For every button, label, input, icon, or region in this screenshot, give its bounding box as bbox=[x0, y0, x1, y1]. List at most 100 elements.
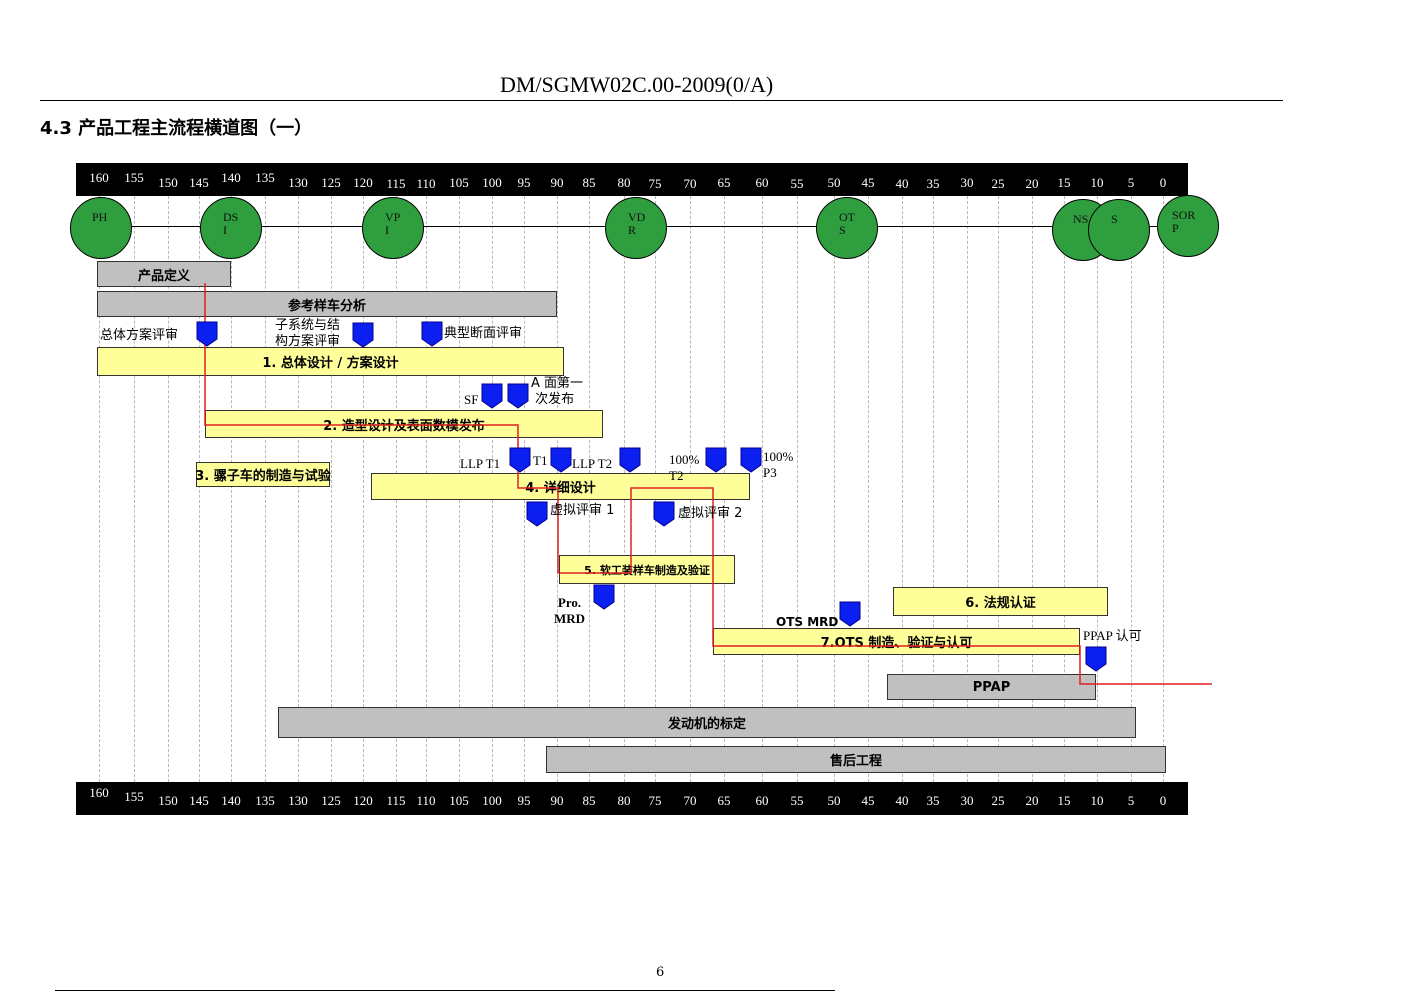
axis-tick-bottom: 125 bbox=[321, 793, 341, 808]
grid-line bbox=[168, 196, 169, 782]
axis-tick-bottom: 25 bbox=[991, 793, 1005, 808]
axis-tick-bottom: 100 bbox=[482, 793, 502, 808]
page-number: 6 bbox=[656, 965, 665, 980]
review-marker-icon bbox=[619, 447, 641, 473]
axis-tick-bottom: 70 bbox=[683, 793, 697, 808]
grid-line bbox=[762, 196, 763, 782]
axis-tick-bottom: 90 bbox=[550, 793, 564, 808]
review-marker-icon bbox=[421, 321, 443, 347]
document-id: DM/SGMW02C.00-2009(0/A) bbox=[500, 72, 774, 97]
bar-aftersales: 售后工程 bbox=[546, 746, 1166, 773]
grid-line bbox=[834, 196, 835, 782]
label-t1: T1 bbox=[533, 453, 548, 468]
axis-tick-top: 75 bbox=[648, 176, 662, 191]
axis-tick-top: 30 bbox=[960, 175, 974, 190]
axis-tick-top: 45 bbox=[861, 175, 875, 190]
axis-tick-top: 20 bbox=[1025, 176, 1039, 191]
axis-tick-top: 55 bbox=[790, 176, 804, 191]
axis-tick-top: 70 bbox=[683, 176, 697, 191]
grid-line bbox=[933, 196, 934, 782]
axis-tick-top: 40 bbox=[895, 176, 909, 191]
axis-tick-top: 125 bbox=[321, 175, 341, 190]
label-section-review: 典型断面评审 bbox=[444, 326, 523, 341]
axis-tick-bottom: 10 bbox=[1090, 793, 1104, 808]
axis-tick-bottom: 80 bbox=[617, 793, 631, 808]
grid-line bbox=[134, 196, 135, 782]
label-sf: SF bbox=[464, 392, 479, 407]
grid-line bbox=[868, 196, 869, 782]
axis-tick-top: 135 bbox=[255, 170, 275, 185]
footer-rule bbox=[55, 990, 835, 991]
axis-tick-bottom: 145 bbox=[189, 793, 209, 808]
grid-line bbox=[797, 196, 798, 782]
milestone-s: S bbox=[1088, 199, 1150, 261]
label-t2-100: 100% T2 bbox=[669, 452, 700, 483]
axis-tick-bottom: 85 bbox=[582, 793, 596, 808]
axis-tick-top: 10 bbox=[1090, 175, 1104, 190]
axis-tick-bottom: 75 bbox=[648, 793, 662, 808]
review-marker-icon bbox=[507, 383, 529, 409]
grid-line bbox=[1163, 196, 1164, 782]
review-marker-icon bbox=[740, 447, 762, 473]
bar-regulation: 6. 法规认证 bbox=[893, 587, 1108, 616]
grid-line bbox=[998, 196, 999, 782]
review-marker-icon bbox=[509, 447, 531, 473]
label-virtual-review-2: 虚拟评审 2 bbox=[678, 506, 743, 521]
header-rule bbox=[40, 100, 1283, 101]
axis-tick-top: 160 bbox=[89, 170, 109, 185]
review-marker-icon bbox=[593, 584, 615, 610]
grid-line bbox=[331, 196, 332, 782]
bar-mule-car: 3. 骡子车的制造与试验 bbox=[195, 462, 331, 487]
axis-tick-top: 155 bbox=[124, 170, 144, 185]
grid-line bbox=[1097, 196, 1098, 782]
milestone-phi: PH bbox=[70, 197, 132, 259]
grid-line bbox=[99, 196, 100, 782]
label-subsystem-review: 子系统与结 构方案评审 bbox=[275, 318, 341, 349]
bar-engine-calibration: 发动机的标定 bbox=[278, 707, 1136, 738]
label-llp-t1: LLP T1 bbox=[460, 456, 501, 471]
axis-tick-top: 95 bbox=[517, 175, 531, 190]
bar-overall-design: 1. 总体设计 / 方案设计 bbox=[97, 347, 564, 376]
axis-tick-top: 50 bbox=[827, 175, 841, 190]
axis-tick-bottom: 30 bbox=[960, 793, 974, 808]
axis-tick-bottom: 50 bbox=[827, 793, 841, 808]
grid-line bbox=[902, 196, 903, 782]
axis-tick-bottom: 5 bbox=[1127, 793, 1135, 808]
section-title: 4.3 产品工程主流程横道图（一） bbox=[40, 118, 313, 139]
axis-tick-top: 100 bbox=[482, 175, 502, 190]
axis-tick-bottom: 45 bbox=[861, 793, 875, 808]
label-p3-100: 100% P3 bbox=[763, 449, 794, 480]
axis-tick-bottom: 95 bbox=[517, 793, 531, 808]
bar-ots-build: 7.OTS 制造、验证与认可 bbox=[713, 628, 1080, 655]
axis-tick-bottom: 15 bbox=[1057, 793, 1071, 808]
grid-line bbox=[363, 196, 364, 782]
axis-tick-bottom: 55 bbox=[790, 793, 804, 808]
axis-tick-top: 0 bbox=[1159, 175, 1167, 190]
axis-tick-bottom: 140 bbox=[221, 793, 241, 808]
label-pro-mrd: Pro. MRD bbox=[554, 595, 586, 626]
bar-reference-analysis: 参考样车分析 bbox=[97, 291, 557, 317]
axis-tick-bottom: 0 bbox=[1159, 793, 1167, 808]
axis-tick-bottom: 150 bbox=[158, 793, 178, 808]
axis-tick-top: 120 bbox=[353, 175, 373, 190]
grid-line bbox=[967, 196, 968, 782]
axis-tick-bottom: 20 bbox=[1025, 793, 1039, 808]
review-marker-icon bbox=[196, 321, 218, 347]
axis-tick-bottom: 115 bbox=[386, 793, 406, 808]
axis-tick-top: 105 bbox=[449, 175, 469, 190]
axis-tick-top: 140 bbox=[221, 170, 241, 185]
grid-line bbox=[298, 196, 299, 782]
label-a-surface: A 面第一 次发布 bbox=[531, 376, 584, 407]
axis-tick-bottom: 60 bbox=[755, 793, 769, 808]
review-marker-icon bbox=[481, 383, 503, 409]
axis-tick-bottom: 105 bbox=[449, 793, 469, 808]
review-marker-icon bbox=[653, 501, 675, 527]
label-llp-t2: LLP T2 bbox=[572, 456, 613, 471]
grid-line bbox=[1032, 196, 1033, 782]
